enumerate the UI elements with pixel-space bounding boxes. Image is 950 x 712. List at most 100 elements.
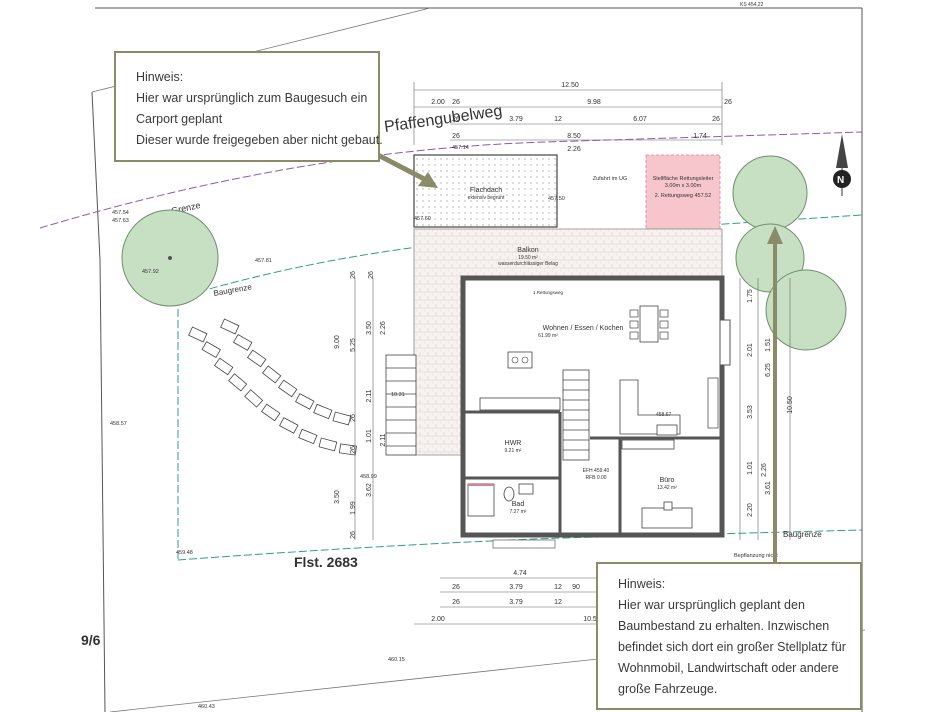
dim-bottom-12a: 12 bbox=[554, 584, 562, 591]
callout-bottom-line-2: Hier war ursprünglich geplant den bbox=[618, 598, 805, 612]
dim-top-3-79: 3.79 bbox=[509, 116, 523, 123]
callout-bottom: Hinweis: Hier war ursprünglich geplant d… bbox=[596, 562, 862, 710]
dim-top-26e: 26 bbox=[452, 133, 460, 140]
dim-top-26c: 26 bbox=[452, 116, 460, 123]
dim-right-6-25: 6.25 bbox=[765, 363, 772, 377]
dim-right-1-51: 1.51 bbox=[765, 338, 772, 352]
dim-top-26d: 26 bbox=[712, 116, 720, 123]
elevation-457-50: 457.50 bbox=[548, 196, 565, 202]
dim-top-6-07: 6.07 bbox=[633, 116, 647, 123]
balkon-label: Balkon bbox=[517, 247, 539, 254]
dim-bottom-26b: 26 bbox=[452, 599, 460, 606]
paver-path bbox=[188, 318, 357, 456]
tree-icon bbox=[121, 209, 219, 307]
tree-icon bbox=[732, 155, 847, 351]
dim-bottom-90: 90 bbox=[572, 584, 580, 591]
dim-bottom-2-00: 2.00 bbox=[431, 616, 445, 623]
dim-left-1-01: 1.01 bbox=[366, 429, 373, 443]
buero-area: 13.42 m² bbox=[657, 485, 677, 491]
street-name: Pfaffengubelweg bbox=[383, 103, 503, 136]
parcel-label: Flst. 2683 bbox=[294, 554, 358, 570]
flachdach-detail: extensiv begrünt bbox=[468, 195, 505, 201]
bad-area: 7.27 m² bbox=[510, 509, 527, 515]
stair-note: 10.31 bbox=[391, 392, 405, 398]
dim-left-2-11b: 2.11 bbox=[380, 433, 387, 446]
elevation-457-14: 457.14 bbox=[452, 145, 469, 151]
dim-right-2-01: 2.01 bbox=[747, 343, 754, 357]
dim-bottom-12b: 12 bbox=[554, 599, 562, 606]
dim-right-2-26: 2.26 bbox=[761, 463, 768, 477]
planting-note: Bepflanzung nicht bbox=[734, 553, 778, 559]
elevation-458-57: 458.57 bbox=[110, 421, 127, 427]
dim-left-5-25: 5.25 bbox=[350, 338, 357, 352]
dim-top-2-00: 2.00 bbox=[431, 99, 445, 106]
dim-top-26a: 26 bbox=[452, 99, 460, 106]
balkon-surface: wasserdurchlässiger Belag bbox=[498, 261, 558, 267]
elevation-460-15: 460.15 bbox=[388, 657, 405, 663]
dim-left-26d: 26 bbox=[350, 446, 357, 454]
north-arrow-icon: N bbox=[833, 134, 851, 196]
rescue-area-label: Stellfläche Rettungsleiter bbox=[653, 176, 714, 182]
dim-right-3-61: 3.61 bbox=[765, 481, 772, 495]
dim-top-9-98: 9.98 bbox=[587, 99, 601, 106]
dim-bottom-10-5: 10.5 bbox=[583, 616, 597, 623]
dim-right-10-50: 10.50 bbox=[787, 396, 794, 414]
callout-top-line-4: Dieser wurde freigegeben aber nicht geba… bbox=[136, 133, 383, 147]
dim-left-26e: 26 bbox=[350, 531, 357, 539]
elevation-460-43: 460.43 bbox=[198, 704, 215, 710]
balkon-area: 19.50 m² bbox=[518, 255, 538, 261]
elevation-457-60: 457.60 bbox=[414, 216, 431, 222]
flachdach-label: Flachdach bbox=[470, 187, 502, 194]
elevation-458-67: 458.67 bbox=[656, 412, 672, 418]
callout-bottom-line-1: Hinweis: bbox=[618, 577, 666, 591]
callout-bottom-line-4: befindet sich dort ein großer Stellplatz… bbox=[618, 640, 846, 654]
baugrenze-right-label: Baugrenze bbox=[783, 530, 822, 539]
parcel-label-left: 9/6 bbox=[81, 632, 101, 648]
dim-right-1-01: 1.01 bbox=[747, 461, 754, 475]
dim-left-26c: 26 bbox=[350, 414, 357, 422]
callout-bottom-line-6: große Fahrzeuge. bbox=[618, 682, 718, 696]
baugrenze-left-label: Baugrenze bbox=[213, 282, 253, 298]
dim-left-9-00: 9.00 bbox=[334, 335, 341, 349]
dim-top-12: 12 bbox=[554, 116, 562, 123]
dim-left-26b: 26 bbox=[368, 271, 375, 279]
wohnen-area: 61.99 m² bbox=[538, 333, 558, 339]
dim-left-26a: 26 bbox=[350, 271, 357, 279]
buero-label: Büro bbox=[660, 477, 675, 484]
callout-top-line-2: Hier war ursprünglich zum Baugesuch ein bbox=[136, 91, 368, 105]
dim-top-total: 12.50 bbox=[561, 82, 579, 89]
dim-right-2-20: 2.20 bbox=[747, 503, 754, 517]
dim-top-1-74: 1.74 bbox=[693, 133, 707, 140]
dim-top-8-50: 8.50 bbox=[567, 133, 581, 140]
callout-top: Hinweis: Hier war ursprünglich zum Bauge… bbox=[114, 51, 383, 162]
callout-top-line-1: Hinweis: bbox=[136, 70, 184, 84]
dim-bottom-4-74: 4.74 bbox=[513, 570, 527, 577]
wohnen-label: Wohnen / Essen / Kochen bbox=[543, 325, 624, 332]
svg-text:N: N bbox=[837, 175, 844, 186]
callout-bottom-line-5: Wohnmobil, Landwirtschaft oder andere bbox=[618, 661, 839, 675]
rescue-area-note: 2. Rettungsweg 457.52 bbox=[655, 193, 712, 199]
dim-top-2-26: 2.26 bbox=[567, 146, 581, 153]
zufahrt-label: Zufahrt im UG bbox=[593, 176, 628, 182]
dim-bottom-26a: 26 bbox=[452, 584, 460, 591]
callout-bottom-arrowhead bbox=[767, 226, 783, 244]
bad-label: Bad bbox=[512, 501, 525, 508]
dim-bottom-3-79b: 3.79 bbox=[509, 599, 523, 606]
elevation-459-48: 459.48 bbox=[176, 550, 193, 556]
dim-left-2-26: 2.26 bbox=[380, 321, 387, 335]
rettungsweg-note: 1.Rettungsweg bbox=[533, 290, 564, 295]
dim-right-3-53: 3.53 bbox=[747, 405, 754, 419]
dim-top-26b: 26 bbox=[724, 99, 732, 106]
hwr-area: 9.21 m² bbox=[505, 448, 522, 454]
dim-left-1-99: 1.99 bbox=[350, 501, 357, 515]
callout-top-arrowhead bbox=[418, 172, 438, 188]
rfb-label: RFB 0.00 bbox=[585, 475, 606, 481]
dim-bottom-3-79a: 3.79 bbox=[509, 584, 523, 591]
dim-left-2-11a: 2.11 bbox=[366, 389, 373, 402]
elevation-457-92: 457.92 bbox=[142, 269, 159, 275]
efh-label: EFH 459.40 bbox=[583, 468, 610, 474]
elevation-458-99: 458.99 bbox=[360, 474, 377, 480]
callout-top-line-3: Carport geplant bbox=[136, 112, 223, 126]
elevation-457-54: 457.54 bbox=[112, 210, 129, 216]
